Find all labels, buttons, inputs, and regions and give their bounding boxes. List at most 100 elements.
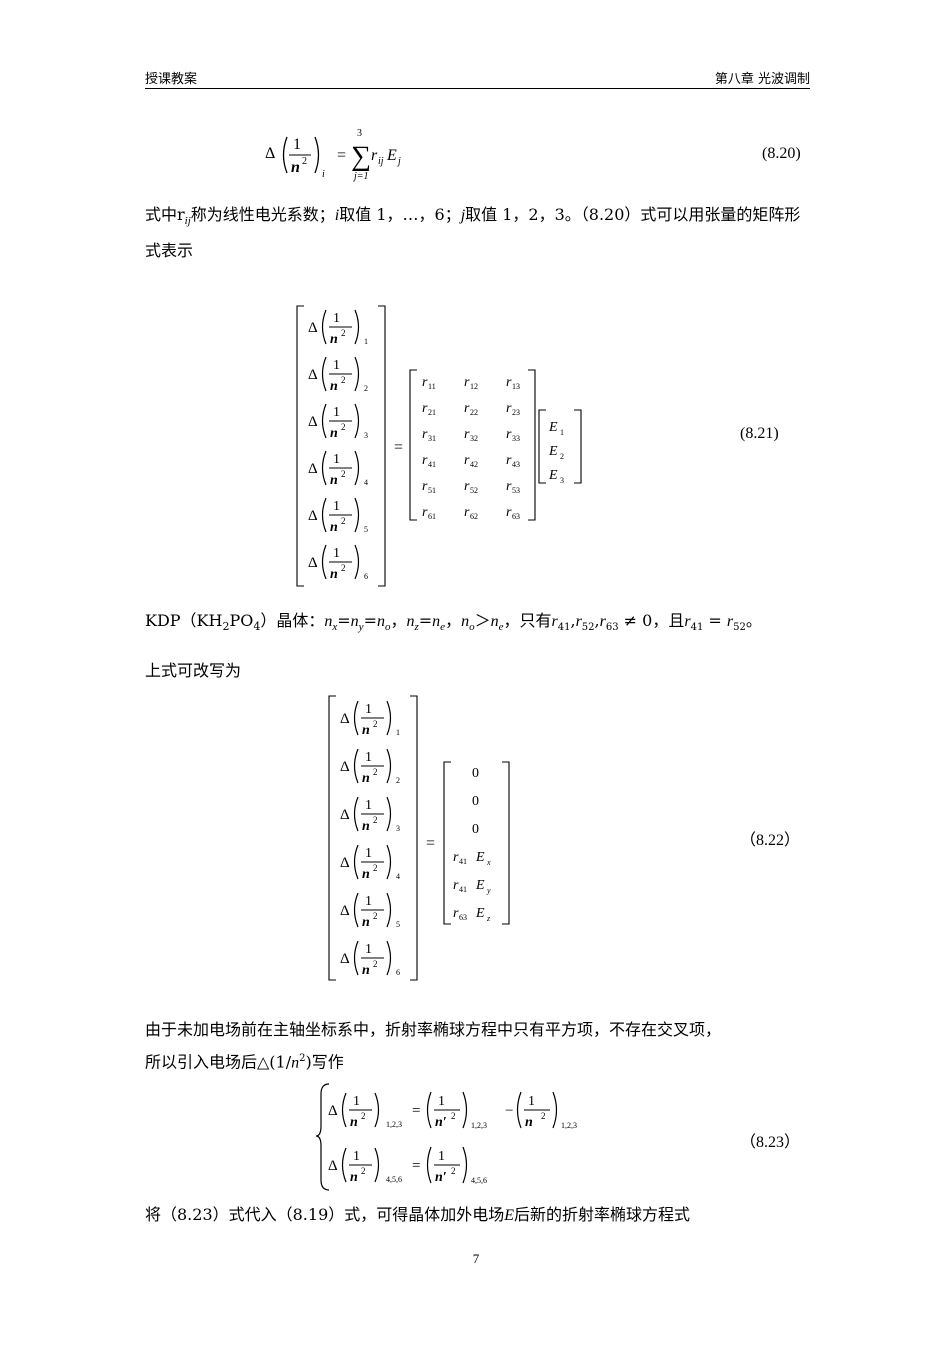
math-symbol: 1 [365,894,372,909]
vector-entry: r [453,878,459,893]
math-symbol: n [330,332,338,347]
math-stroke [374,1092,380,1128]
vector-entry: r [453,906,459,921]
matrix-entry-subscript: 12 [470,382,478,391]
math-stroke [354,497,360,533]
matrix-entry-subscript: 11 [428,382,436,391]
vector-entry: 0 [472,822,479,837]
equation-number-8-21: (8.21) [740,425,779,442]
delta-symbol: Δ [308,414,318,430]
math-symbol: 1 [333,452,340,467]
vector-entry: r [453,850,459,865]
matrix-entry-subscript: 23 [512,408,520,417]
math-stroke [354,309,360,345]
matrix-entry-subscript: 13 [512,382,520,391]
math-symbol: n [330,567,338,582]
svg-text:r: r [371,147,378,164]
math-stroke [374,1147,380,1183]
math-symbol: n [330,379,338,394]
svg-text:=: = [337,147,346,164]
math-symbol: 1 [333,358,340,373]
math-stroke [386,796,392,832]
math-symbol: n [330,426,338,441]
math-symbol: 2 [341,328,346,338]
math-symbol: 1 [353,1149,360,1164]
delta-symbol: Δ [308,508,318,524]
math-symbol: 1 [528,1094,535,1109]
paragraph-ellipsoid: 由于未加电场前在主轴坐标系中，折射率椭球方程中只有平方项，不存在交叉项， 所以引… [145,1020,722,1072]
subscript: 6 [364,572,368,581]
math-stroke [321,309,327,345]
matrix-entry: r [506,479,512,494]
subscript: 4,5,6 [471,1176,487,1185]
math-symbol: n [350,1170,358,1185]
vector-entry: E [548,444,558,459]
math-symbol: 2 [361,1111,366,1121]
vector-entry: E [475,906,485,921]
matrix-entry: r [464,401,470,416]
math-stroke [321,450,327,486]
delta-symbol: Δ [308,461,318,477]
math-symbol: − [505,1103,513,1119]
math-symbol: 2 [373,767,378,777]
math-symbol: 2 [373,959,378,969]
page-number: 7 [472,1251,480,1266]
delta-symbol: Δ [340,759,350,775]
matrix-entry: r [506,375,512,390]
matrix-entry-subscript: 31 [428,434,436,443]
vector-entry: E [475,878,485,893]
subscript: 5 [396,920,400,929]
delta-symbol: Δ [308,555,318,571]
subscript: 5 [364,525,368,534]
svg-text:j: j [396,156,401,167]
matrix-entry-subscript: 61 [428,512,436,521]
math-stroke [354,544,360,580]
matrix-entry: r [422,375,428,390]
math-symbol: 2 [361,1166,366,1176]
math-stroke [354,403,360,439]
delta-symbol: Δ [308,320,318,336]
math-symbol: 1 [333,499,340,514]
matrix-entry-subscript: 51 [428,486,436,495]
math-symbol: n [362,819,370,834]
math-symbol: 1 [365,750,372,765]
matrix-entry: r [506,401,512,416]
math-symbol: = [412,1158,420,1174]
math-stroke [353,940,359,976]
delta-symbol: Δ [340,807,350,823]
math-symbol: 1 [353,1094,360,1109]
matrix-entry: r [506,427,512,442]
math-symbol: 1 [365,702,372,717]
math-symbol: 2 [341,422,346,432]
matrix-entry: r [464,505,470,520]
paragraph-kdp: KDP（KH2PO4）晶体：nx=ny=no，nz=ne，no＞ne，只有r41… [145,611,762,634]
matrix-entry-subscript: 32 [470,434,478,443]
equation-number-8-23: （8.23） [740,1134,801,1151]
math-symbol: n′ [435,1170,447,1185]
math-symbol: 2 [541,1111,546,1121]
matrix-entry-subscript: 43 [512,460,520,469]
svg-text:ij: ij [378,156,384,167]
math-symbol: 2 [373,863,378,873]
vector-entry: 0 [472,794,479,809]
subscript: 1,2,3 [471,1121,487,1130]
math-stroke [426,1091,432,1129]
matrix-entry-subscript: 53 [512,486,520,495]
math-stroke [353,892,359,928]
delta-symbol: Δ [340,855,350,871]
math-symbol: 2 [373,815,378,825]
math-symbol: 2 [451,1166,456,1176]
subscript: 1 [396,728,400,737]
delta-symbol: Δ [328,1158,338,1174]
math-stroke [462,1091,468,1129]
math-stroke [341,1092,347,1128]
subscript: 6 [396,968,400,977]
subscript: 4 [364,478,368,487]
math-symbol: 2 [341,375,346,385]
math-symbol: 1 [365,846,372,861]
matrix-entry: r [506,453,512,468]
subscript: 2 [396,776,400,785]
vector-entry: 0 [472,766,479,781]
